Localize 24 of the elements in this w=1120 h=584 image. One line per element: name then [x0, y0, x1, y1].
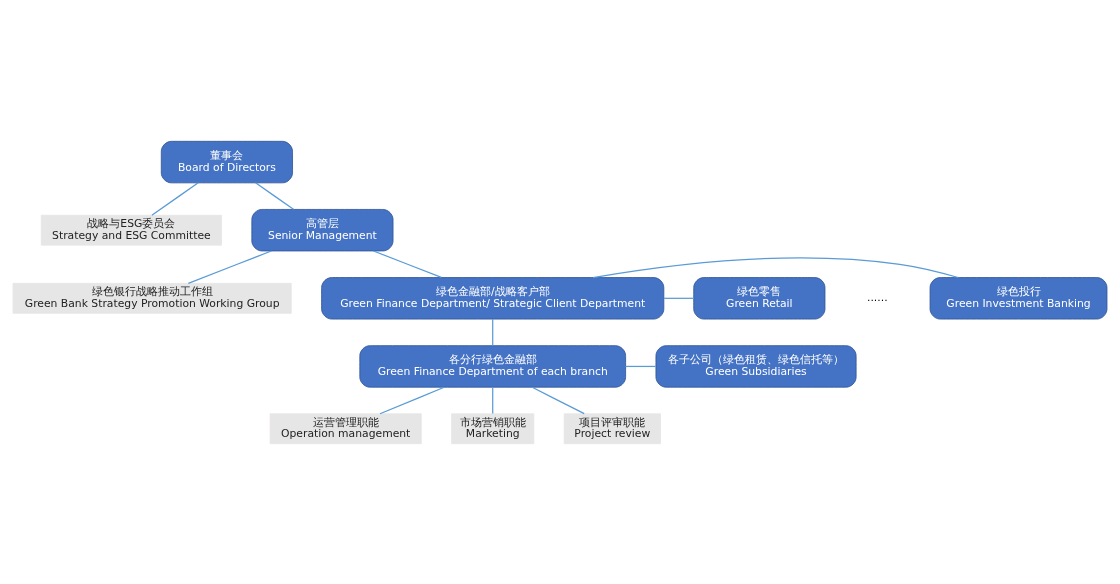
node-box: 高管层 Senior Management: [251, 208, 394, 251]
node-box: 战略与ESG委员会 Strategy and ESG Committee: [40, 214, 222, 246]
node-box: 各子公司（绿色租赁、绿色信托等） Green Subsidiaries: [655, 344, 857, 388]
node-box: 绿色零售 Green Retail: [693, 276, 826, 319]
node-box: 董事会 Board of Directors: [160, 140, 293, 183]
connector: [372, 249, 442, 278]
node-box: 绿色金融部/战略客户部 Green Finance Department/ Strategic Client Department: [321, 276, 665, 319]
node-box: 运营管理职能 Operation management: [269, 412, 422, 444]
node-box: 市场营销职能 Marketing: [451, 412, 535, 444]
connector: [379, 386, 445, 414]
node-box: 各分行绿色金融部 Green Finance Department of each branch: [359, 344, 627, 388]
connector: [254, 181, 295, 210]
connector: [492, 386, 494, 414]
connector: [592, 256, 959, 278]
connector: [151, 181, 199, 216]
node-box: 项目评审职能 Project review: [563, 412, 661, 444]
node-box: 绿色投行 Green Investment Banking: [929, 276, 1108, 319]
connector: [187, 249, 272, 284]
connector: [625, 365, 657, 367]
connector: [531, 386, 585, 414]
connector: [663, 297, 695, 299]
label: ......: [867, 290, 888, 304]
node-box: 绿色银行战略推动工作组 Green Bank Strategy Promotion Working Group: [12, 282, 292, 314]
connector: [492, 317, 494, 346]
